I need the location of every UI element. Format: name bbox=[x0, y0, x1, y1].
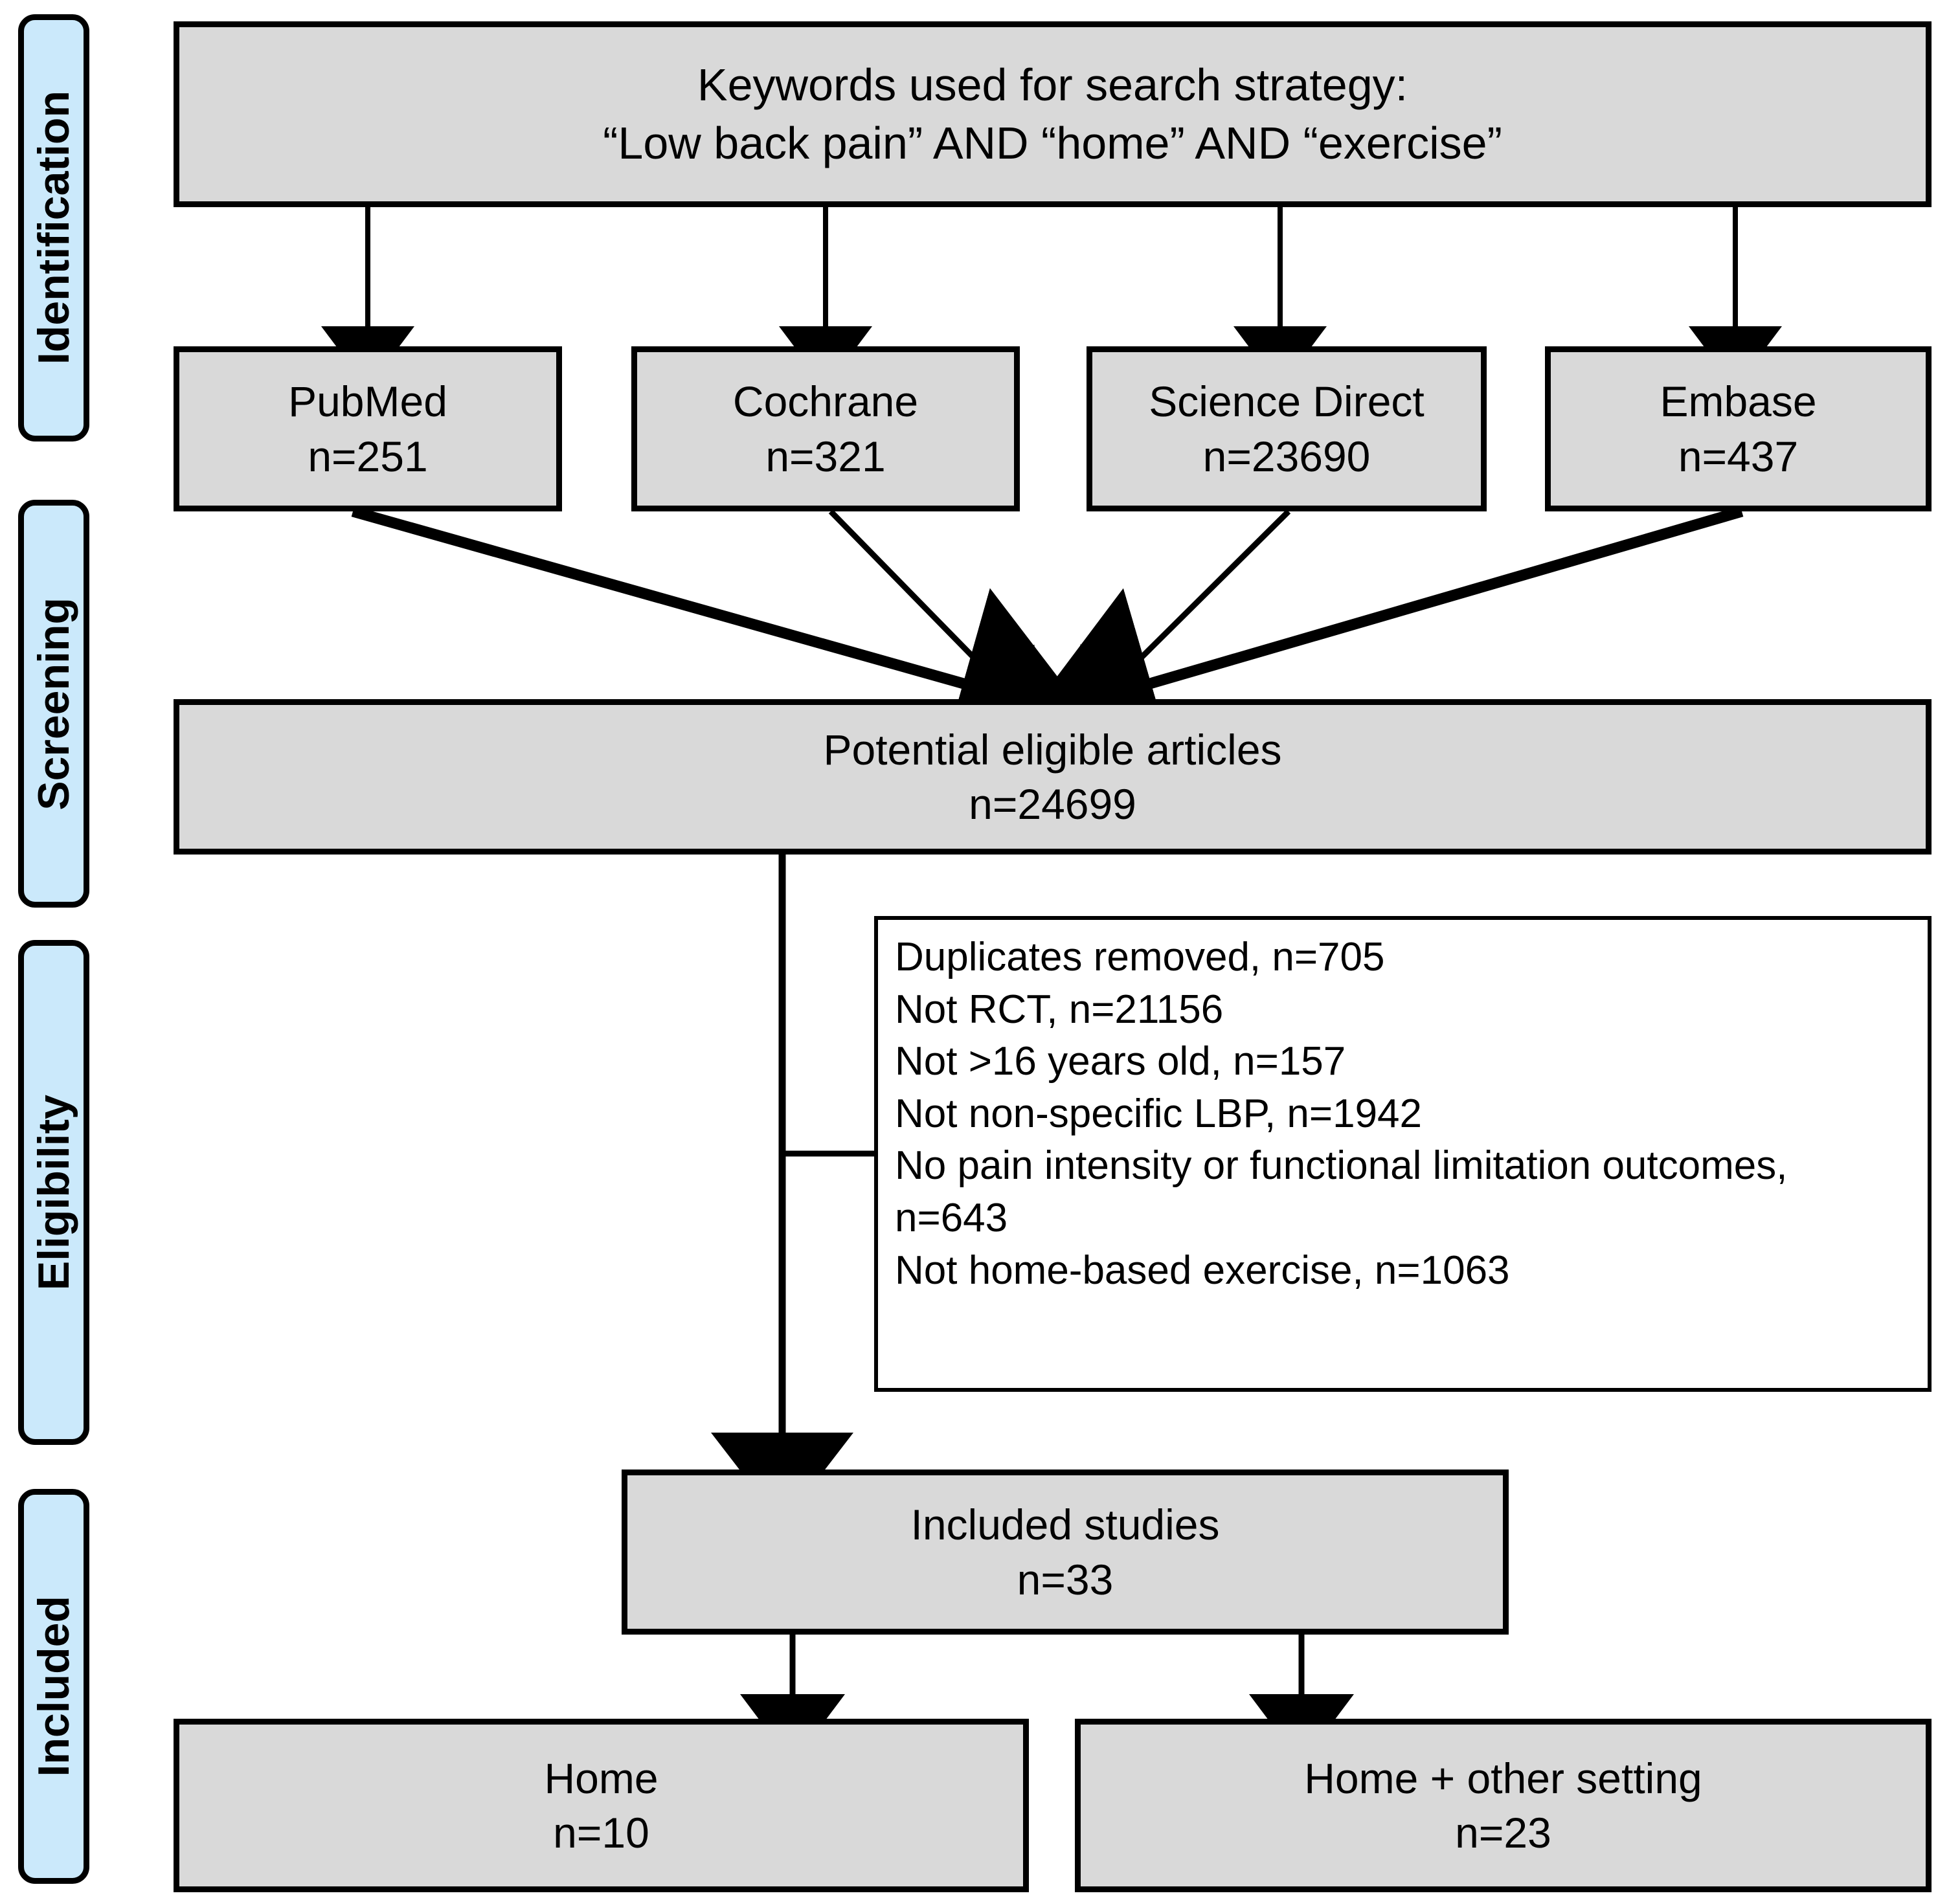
database-box-cochrane: Cochrane n=321 bbox=[631, 346, 1020, 511]
setting-count: n=10 bbox=[553, 1809, 649, 1857]
included-studies-box: Included studies n=33 bbox=[622, 1470, 1509, 1635]
database-count: n=321 bbox=[765, 432, 886, 480]
stage-label-text: Identification bbox=[29, 91, 78, 365]
setting-count: n=23 bbox=[1455, 1809, 1551, 1857]
database-box-science-direct: Science Direct n=23690 bbox=[1087, 346, 1487, 511]
stage-label-text: Screening bbox=[29, 597, 78, 810]
database-box-embase: Embase n=437 bbox=[1545, 346, 1932, 511]
keywords-line-2: “Low back pain” AND “home” AND “exercise… bbox=[603, 117, 1502, 168]
database-name: Embase bbox=[1660, 377, 1817, 426]
database-count: n=251 bbox=[308, 432, 428, 480]
arrow-cochrane-to-potential bbox=[828, 509, 1046, 732]
exclusion-item: No pain intensity or functional limitati… bbox=[895, 1143, 1788, 1240]
arrow-pubmed-to-potential bbox=[351, 506, 1090, 779]
exclusion-item: Not non-specific LBP, n=1942 bbox=[895, 1091, 1423, 1136]
stage-label-identification: Identification bbox=[18, 14, 89, 441]
database-count: n=437 bbox=[1678, 432, 1799, 480]
setting-box-home-other: Home + other setting n=23 bbox=[1075, 1719, 1932, 1892]
database-name: Science Direct bbox=[1149, 377, 1425, 426]
exclusion-item: Duplicates removed, n=705 bbox=[895, 935, 1385, 979]
potential-title: Potential eligible articles bbox=[823, 725, 1282, 774]
database-count: n=23690 bbox=[1202, 432, 1371, 480]
included-count: n=33 bbox=[1017, 1555, 1114, 1604]
stage-label-text: Eligibility bbox=[29, 1094, 78, 1291]
arrow-embase-to-potential bbox=[1024, 506, 1744, 779]
database-name: PubMed bbox=[288, 377, 447, 426]
stage-label-screening: Screening bbox=[18, 500, 89, 908]
keywords-box: Keywords used for search strategy: “Low … bbox=[174, 21, 1932, 207]
setting-name: Home bbox=[544, 1754, 659, 1802]
stage-label-eligibility: Eligibility bbox=[18, 940, 89, 1445]
stage-label-text: Included bbox=[29, 1596, 78, 1777]
stage-label-included: Included bbox=[18, 1489, 89, 1884]
potential-eligible-articles-box: Potential eligible articles n=24699 bbox=[174, 699, 1932, 855]
exclusion-item: Not RCT, n=21156 bbox=[895, 987, 1224, 1032]
arrow-science-direct-to-potential bbox=[1068, 509, 1291, 731]
exclusion-item: Not >16 years old, n=157 bbox=[895, 1039, 1346, 1084]
database-name: Cochrane bbox=[732, 377, 919, 426]
potential-count: n=24699 bbox=[969, 780, 1136, 828]
exclusion-item: Not home-based exercise, n=1063 bbox=[895, 1247, 1510, 1293]
setting-box-home: Home n=10 bbox=[174, 1719, 1029, 1892]
database-box-pubmed: PubMed n=251 bbox=[174, 346, 562, 511]
exclusion-criteria-box: Duplicates removed, n=705 Not RCT, n=211… bbox=[874, 916, 1932, 1392]
keywords-line-1: Keywords used for search strategy: bbox=[697, 59, 1408, 110]
included-title: Included studies bbox=[910, 1501, 1220, 1549]
setting-name: Home + other setting bbox=[1304, 1754, 1702, 1802]
